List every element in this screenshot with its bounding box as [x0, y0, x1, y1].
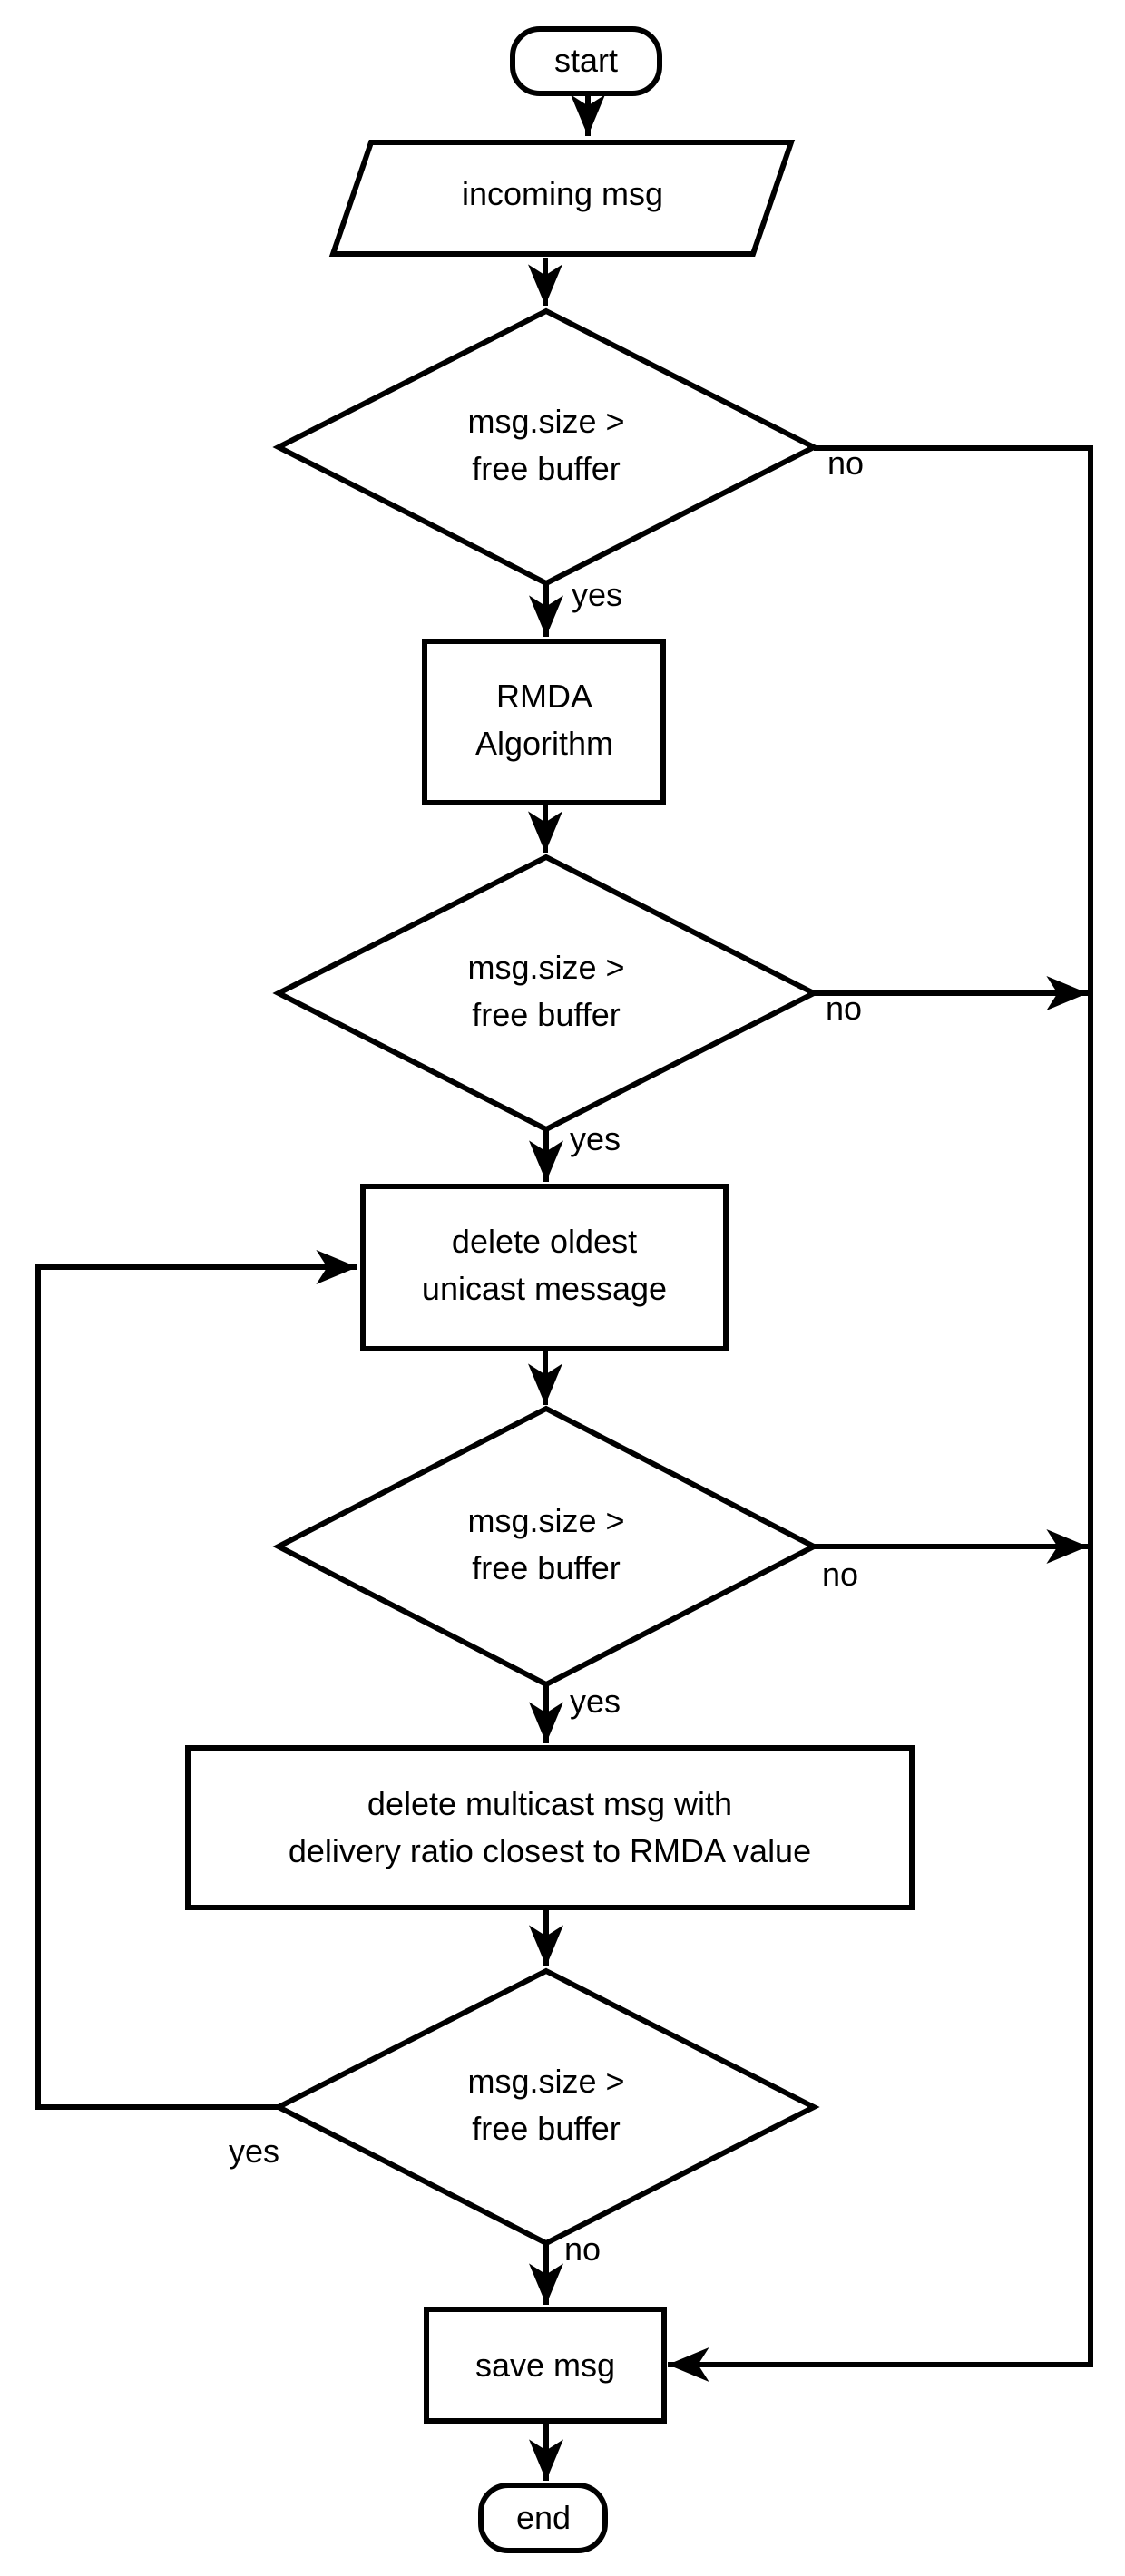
check1-diamond-shape	[272, 307, 820, 587]
check4-decision-node: msg.size > free buffer	[272, 1967, 820, 2247]
check2-label-line2: free buffer	[472, 996, 620, 1033]
check2-label-line1: msg.size >	[467, 949, 624, 986]
start-node: start	[510, 26, 662, 96]
delete-multicast-node: delete multicast msg with delivery ratio…	[185, 1745, 915, 1910]
check4-yes-label: yes	[229, 2132, 279, 2170]
delete-multicast-label-line1: delete multicast msg with	[367, 1785, 732, 1822]
save-msg-label: save msg	[475, 2347, 615, 2384]
delete-unicast-label-line2: unicast message	[422, 1270, 667, 1307]
check2-yes-label: yes	[570, 1120, 621, 1157]
start-label: start	[554, 42, 618, 79]
edge-check4-yes-loop-arrow	[35, 1250, 357, 2110]
check3-label-line2: free buffer	[472, 1549, 620, 1586]
check1-yes-label: yes	[572, 576, 622, 613]
end-terminator-shape	[478, 2483, 608, 2553]
check2-decision-node: msg.size > free buffer	[272, 854, 820, 1133]
end-label: end	[516, 2499, 571, 2536]
check1-no-label: no	[827, 444, 864, 482]
rmda-label-line2: Algorithm	[475, 725, 613, 762]
check1-decision-node: msg.size > free buffer	[272, 307, 820, 587]
rmda-label-line1: RMDA	[496, 678, 592, 715]
check3-label-line1: msg.size >	[467, 1502, 624, 1539]
check3-diamond-shape	[272, 1405, 820, 1688]
delete-multicast-process-shape	[185, 1745, 915, 1910]
check1-label-line2: free buffer	[472, 450, 620, 487]
check4-no-label: no	[564, 2230, 601, 2268]
delete-unicast-process-shape	[360, 1184, 729, 1351]
delete-multicast-label-line2: delivery ratio closest to RMDA value	[289, 1832, 811, 1869]
check3-yes-label: yes	[570, 1683, 621, 1720]
check3-no-label: no	[822, 1556, 858, 1593]
check4-label-line1: msg.size >	[467, 2063, 624, 2100]
check1-label-line1: msg.size >	[467, 403, 624, 440]
start-terminator-shape	[510, 26, 662, 96]
incoming-msg-node: incoming msg	[328, 140, 796, 257]
rmda-algorithm-node: RMDA Algorithm	[422, 639, 666, 805]
edge-check1-no-trunk-arrow	[667, 445, 1093, 2382]
check2-no-label: no	[826, 990, 862, 1027]
save-msg-node: save msg	[424, 2307, 667, 2424]
check3-decision-node: msg.size > free buffer	[272, 1405, 820, 1688]
incoming-msg-label: incoming msg	[462, 175, 663, 212]
check4-label-line2: free buffer	[472, 2110, 620, 2147]
delete-unicast-node: delete oldest unicast message	[360, 1184, 729, 1351]
incoming-msg-parallelogram-shape	[328, 140, 796, 257]
delete-unicast-label-line1: delete oldest	[452, 1223, 637, 1260]
end-node: end	[478, 2483, 608, 2553]
rmda-process-shape	[422, 639, 666, 805]
check2-diamond-shape	[272, 854, 820, 1133]
check4-diamond-shape	[272, 1967, 820, 2247]
save-msg-process-shape	[424, 2307, 667, 2424]
